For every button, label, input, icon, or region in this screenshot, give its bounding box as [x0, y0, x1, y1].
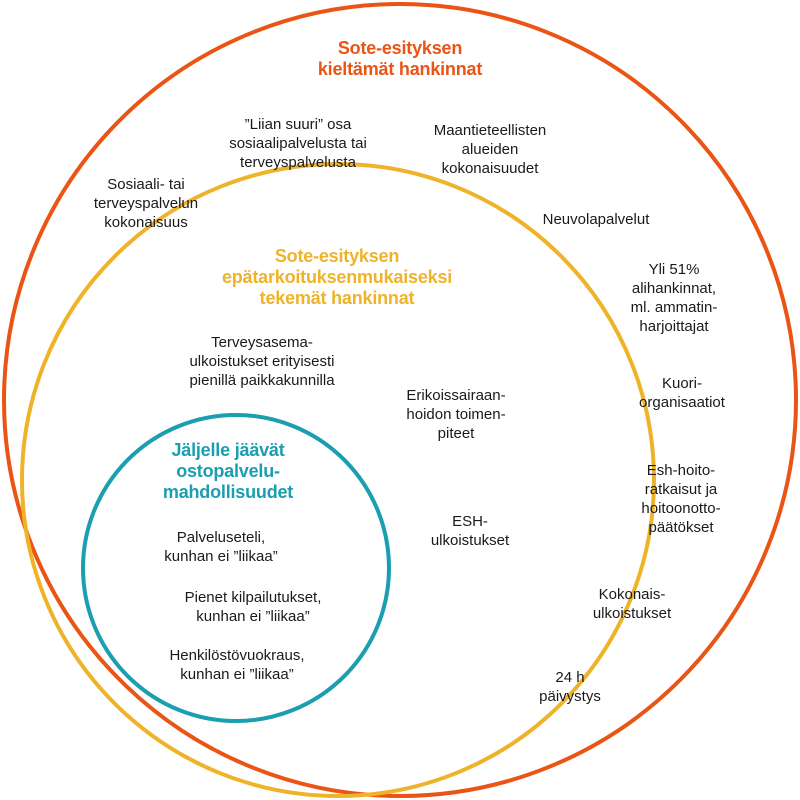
inner-item-vuokraus: Henkilöstövuokraus, kunhan ei ”liikaa” — [169, 647, 305, 683]
inner-title: Jäljelle jäävät ostopalvelu- mahdollisuu… — [162, 440, 294, 502]
outer-item-sosiaali-kokonaisuus: Sosiaali- tai terveyspalvelun kokonaisuu… — [93, 176, 199, 231]
inner-item-palveluseteli: Palveluseteli, kunhan ei ”liikaa” — [164, 529, 278, 565]
outer-item-maantieteelliset: Maantieteellisten alueiden kokonaisuudet — [433, 122, 547, 177]
middle-title: Sote-esityksen epätarkoituksenmukaiseksi… — [221, 246, 453, 308]
outer-item-kuori: Kuori- organisaatiot — [639, 375, 725, 411]
outer-item-kokonais: Kokonais- ulkoistukset — [592, 586, 672, 622]
outer-item-liian-suuri: ”Liian suuri” osa sosiaalipalvelusta tai… — [229, 116, 367, 171]
outer-item-neuvola: Neuvolapalvelut — [542, 211, 650, 228]
inner-item-kilpailutukset: Pienet kilpailutukset, kunhan ei ”liikaa… — [184, 589, 322, 625]
inner-circle — [81, 413, 391, 723]
outer-title: Sote-esityksen kieltämät hankinnat — [317, 38, 483, 79]
middle-item-erikoissairaan: Erikoissairaan- hoidon toimen- piteet — [406, 387, 506, 442]
outer-item-esh-hoito: Esh-hoito- ratkaisut ja hoitoonotto- pää… — [641, 462, 721, 536]
middle-item-esh-ulkoistukset: ESH- ulkoistukset — [430, 513, 510, 549]
outer-item-alihankinnat: Yli 51% alihankinnat, ml. ammatin- harjo… — [630, 261, 718, 335]
outer-item-paivystys: 24 h päivystys — [539, 669, 601, 705]
middle-circle — [20, 162, 656, 798]
middle-item-terveysasema: Terveysasema- ulkoistukset erityisesti p… — [189, 334, 335, 389]
